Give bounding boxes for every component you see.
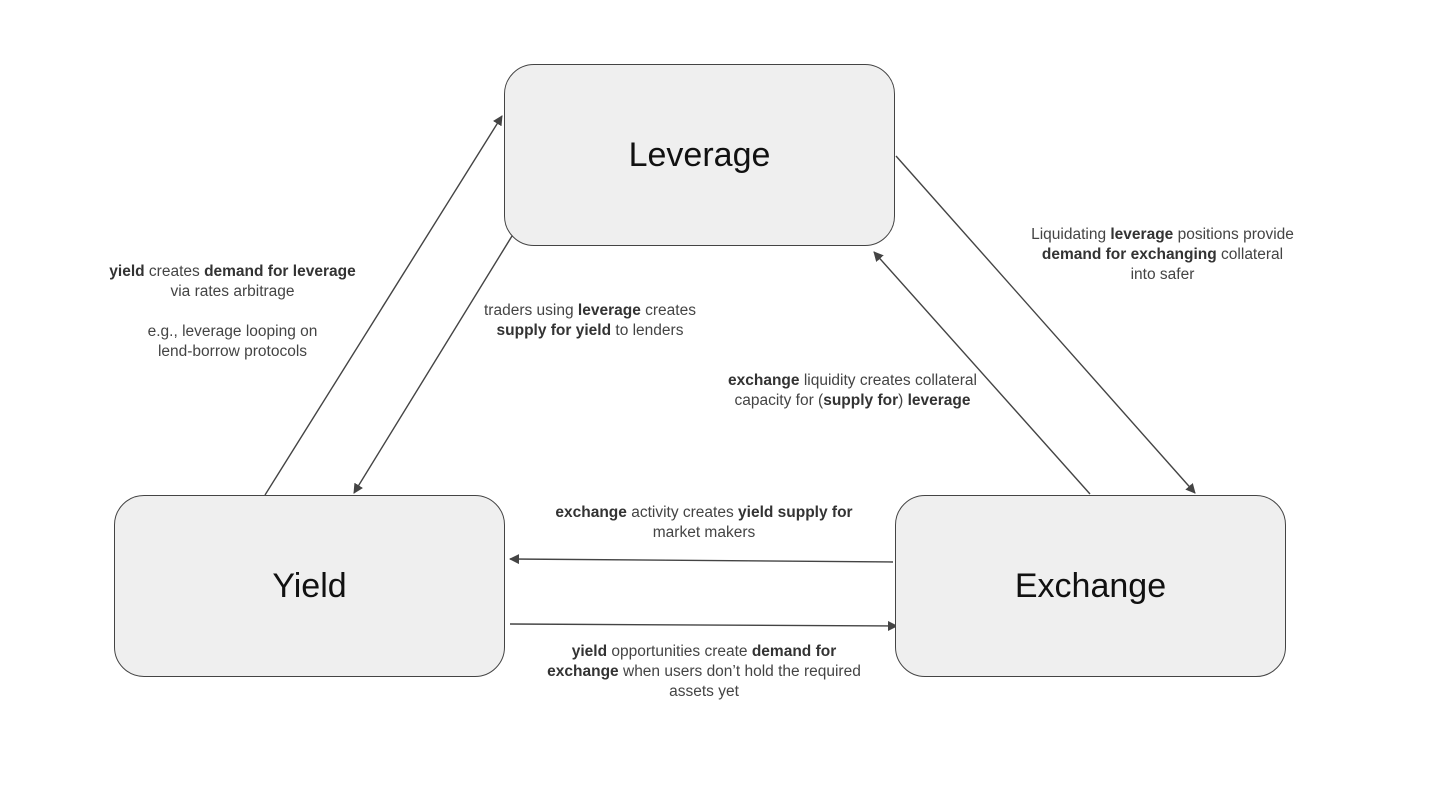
node-leverage[interactable]: Leverage: [504, 64, 895, 246]
label-segment: exchange: [728, 372, 800, 389]
label-segment: liquidity creates collateral capacity fo…: [734, 372, 977, 409]
node-exchange-label: Exchange: [1014, 566, 1167, 605]
label-exchange-to-leverage: exchange liquidity creates collateral ca…: [720, 371, 985, 411]
label-segment: exchange: [555, 504, 627, 521]
arrow-exchange-to-leverage: [873, 251, 1091, 495]
label-segment: leverage: [1110, 226, 1174, 243]
label-segment: when users don’t hold the required asset…: [618, 663, 861, 700]
label-segment: demand for: [204, 263, 289, 280]
label-segment: leverage: [577, 302, 641, 319]
node-leverage-label: Leverage: [628, 135, 771, 174]
label-segment: creates: [144, 263, 205, 280]
arrow-leverage-to-exchange: [895, 155, 1196, 494]
label-segment: traders using: [484, 302, 578, 319]
label-segment: creates: [640, 302, 696, 319]
label-segment: market makers: [652, 524, 756, 541]
label-segment: demand for exchange: [547, 643, 837, 680]
arrow-yield-to-exchange: [509, 620, 898, 631]
label-segment: leverage: [907, 392, 971, 409]
label-segment: yield supply for: [738, 504, 853, 521]
node-yield[interactable]: Yield: [114, 495, 505, 677]
label-leverage-to-yield: traders using leverage creates supply fo…: [470, 301, 710, 341]
label-yield-to-leverage-line1: yield creates demand for leverage via ra…: [100, 262, 365, 302]
label-segment: supply for yield: [496, 322, 612, 339]
node-yield-label: Yield: [272, 566, 347, 605]
label-spacer: [100, 302, 365, 322]
label-segment: Liquidating: [1031, 226, 1111, 243]
label-exchange-to-yield: exchange activity creates yield supply f…: [545, 503, 863, 543]
arrow-leverage-to-yield: [353, 235, 513, 494]
label-segment: yield: [109, 263, 145, 280]
label-segment: leverage: [292, 263, 356, 280]
label-segment: collateral into safer: [1130, 246, 1284, 283]
label-yield-to-exchange: yield opportunities create demand for ex…: [545, 642, 863, 702]
label-segment: positions provide: [1173, 226, 1294, 243]
label-segment: exchanging: [1130, 246, 1217, 263]
label-segment: via rates arbitrage: [170, 283, 295, 300]
arrow-yield-to-leverage: [264, 115, 503, 496]
label-yield-to-leverage-example: e.g., leverage looping on lend-borrow pr…: [147, 323, 318, 360]
label-segment: supply for: [823, 392, 899, 409]
node-exchange[interactable]: Exchange: [895, 495, 1286, 677]
label-yield-to-leverage: yield creates demand for leverage via ra…: [100, 262, 365, 362]
label-segment: yield: [571, 643, 608, 660]
label-segment: ): [898, 392, 908, 409]
arrow-exchange-to-yield: [509, 554, 894, 565]
label-segment: activity creates: [626, 504, 739, 521]
label-segment: to lenders: [611, 322, 684, 339]
label-segment: opportunities create: [607, 643, 752, 660]
label-segment: demand for: [1041, 246, 1127, 263]
label-leverage-to-exchange: Liquidating leverage positions provide d…: [1030, 225, 1295, 285]
